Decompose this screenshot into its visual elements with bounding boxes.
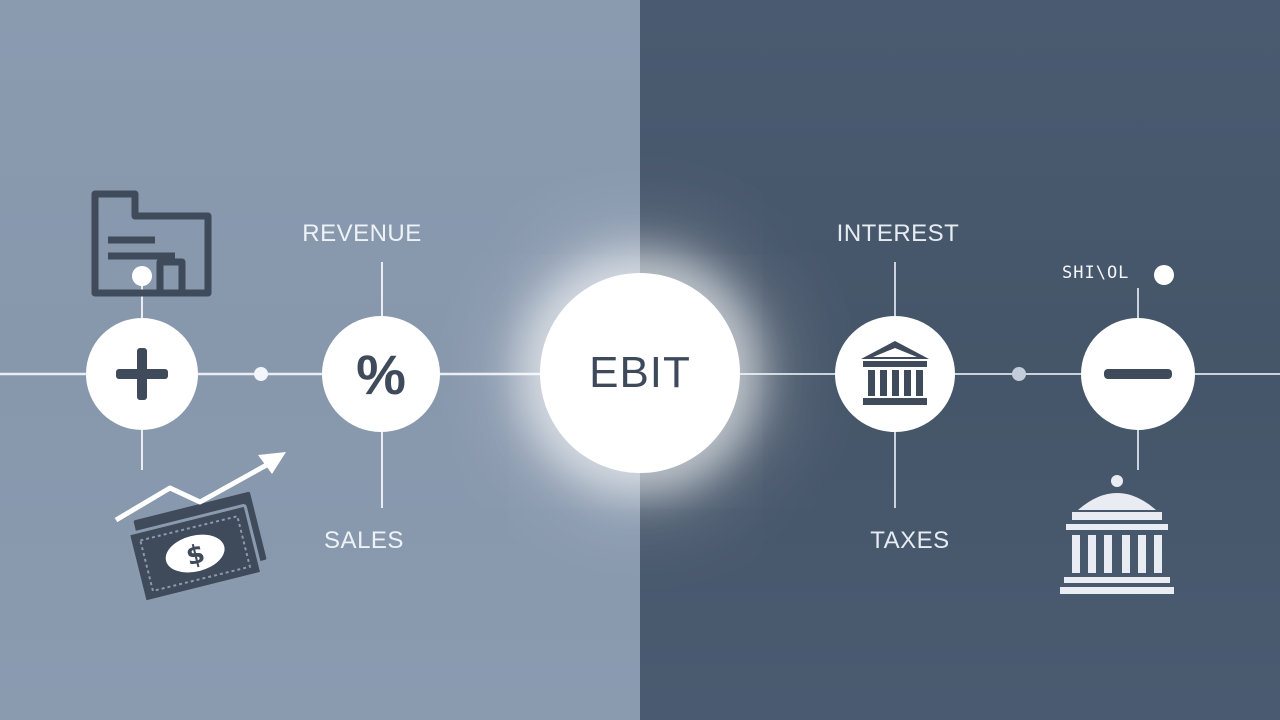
bank-icon [861, 341, 929, 405]
money-growth-icon: $ [114, 452, 286, 604]
percent-node: % [322, 316, 440, 432]
taxes-label: TAXES [870, 527, 950, 554]
government-building-icon [1060, 475, 1174, 594]
timeline-dot-right [1012, 367, 1026, 381]
register-icon [91, 190, 212, 297]
minus-node [1081, 318, 1195, 430]
ebit-label: EBIT [589, 348, 691, 397]
percent-icon: % [356, 342, 406, 406]
ebit-node: EBIT [540, 273, 740, 473]
plus-icon [116, 348, 168, 400]
timeline-dot-left [254, 367, 268, 381]
plus-node [86, 318, 198, 430]
bank-node [835, 316, 955, 432]
annotation-text: ЅΗΙ\ΟL [1062, 263, 1130, 283]
minus-top-dot [1154, 265, 1174, 285]
revenue-label: REVENUE [302, 220, 422, 247]
interest-label: INTEREST [836, 220, 960, 247]
minus-icon [1104, 369, 1172, 379]
plus-top-dot [132, 266, 152, 286]
sales-label: SALES [324, 527, 404, 554]
